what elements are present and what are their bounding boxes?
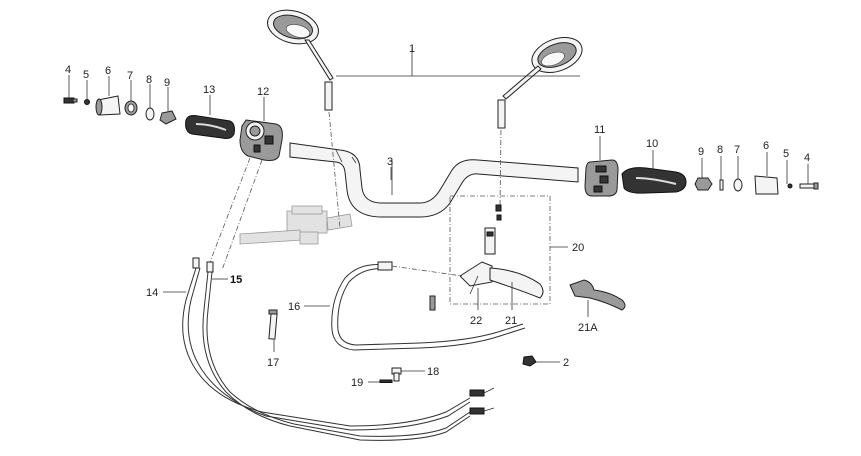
ring-7-left [124,100,138,116]
callout-19: 19 [351,377,363,389]
callout-1: 1 [409,43,415,55]
callout-5-right: 5 [783,148,789,160]
callout-4-right: 4 [804,152,810,164]
callout-7-right: 7 [734,144,740,156]
master-cylinder-ghost [239,205,353,245]
bolt-4-right [799,182,819,190]
cable-14-15 [182,257,495,441]
callout-16: 16 [288,301,300,313]
pin-19 [379,379,393,383]
callout-labels: 1 2 3 4 5 6 7 8 9 13 12 11 10 9 8 7 6 5 … [65,43,810,389]
callout-2: 2 [563,357,569,369]
callout-21a: 21A [578,322,598,334]
bar-end-6-left [95,95,121,116]
lever-21a [569,279,626,311]
lever-box-20 [449,195,568,305]
ring-8-left [145,107,155,121]
screw-2 [522,355,537,367]
ring-7-right [733,178,743,192]
callout-4-left: 4 [65,64,71,76]
nut-9-left [159,110,177,125]
callout-10: 10 [646,138,658,150]
callout-17: 17 [267,357,279,369]
bolt-17 [268,309,278,340]
callout-18: 18 [427,366,439,378]
callout-8-right: 8 [717,144,723,156]
switch-housing-12 [239,119,283,161]
mirror-right [497,37,583,129]
callout-20: 20 [572,242,584,254]
bar-end-6-right [754,175,779,195]
dashed-lines-mirror-left [209,111,502,271]
callout-21: 21 [505,315,517,327]
callout-5-left: 5 [83,69,89,81]
callout-8-left: 8 [146,74,152,86]
callout-6-right: 6 [763,140,769,152]
mirror-left [267,9,334,111]
callout-14: 14 [146,287,158,299]
ring-8-right [719,179,724,191]
lever-bracket-21 [459,204,544,299]
callout-22: 22 [470,315,482,327]
handlebar [289,142,579,218]
callout-11: 11 [594,124,605,136]
callout-15: 15 [230,274,242,286]
nut-9-right [694,177,713,191]
cable-16 [331,261,526,351]
switch-housing-11 [584,159,619,197]
callout-6-left: 6 [105,65,111,77]
bolt-4-left [63,97,78,104]
callout-3: 3 [387,156,393,168]
callout-9-right: 9 [698,146,704,158]
washer-5-right [787,183,793,189]
callout-7-left: 7 [127,70,133,82]
washer-5-left [84,99,90,105]
grip-10 [621,167,687,194]
callout-9-left: 9 [164,77,170,89]
pin-18 [391,367,402,382]
grip-13 [185,115,235,139]
leader-lines [68,75,809,383]
callout-12: 12 [257,86,269,98]
callout-13: 13 [203,84,215,96]
leader-1 [336,47,580,77]
